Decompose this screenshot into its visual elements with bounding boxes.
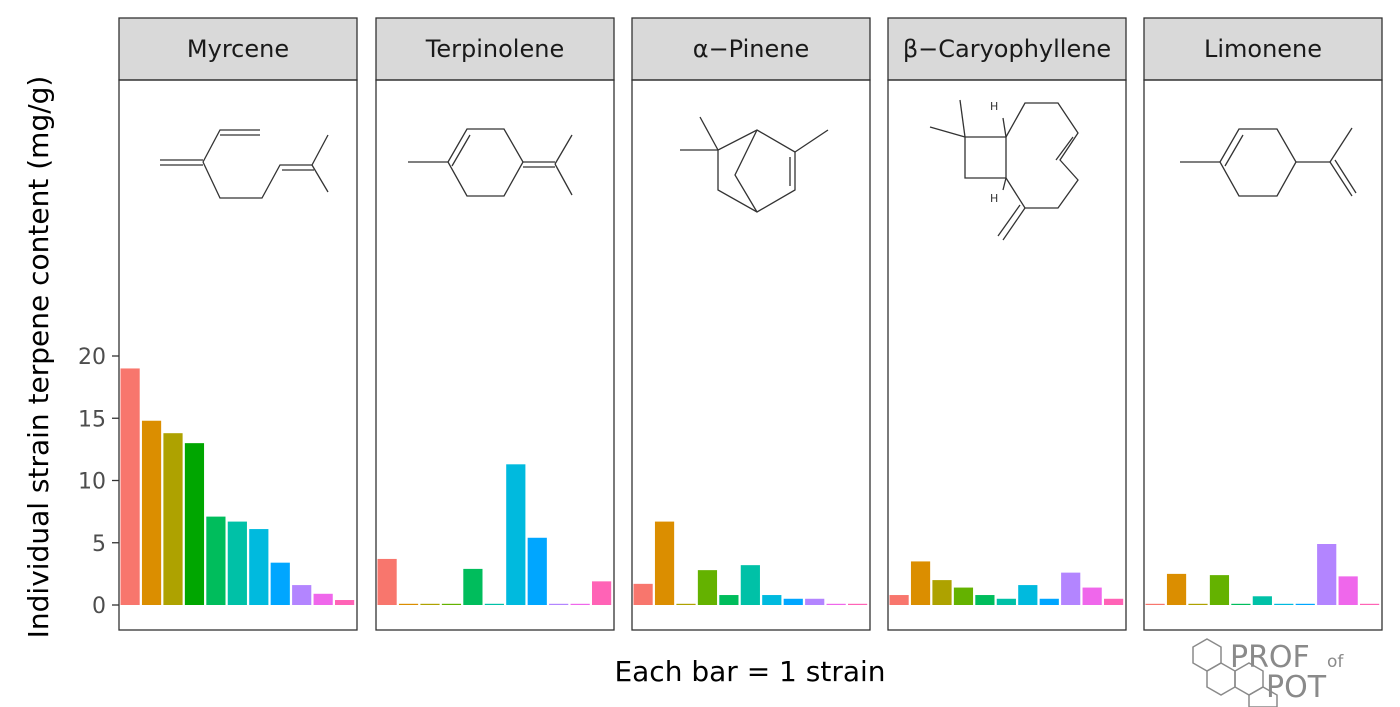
bar xyxy=(654,521,675,605)
bar xyxy=(1039,598,1059,605)
beta-caryophyllene-structure-icon: HH xyxy=(929,99,1079,241)
panel-border xyxy=(118,79,358,631)
facet-strip-label: Myrcene xyxy=(187,35,289,63)
chart-panels: Myrcene Terpinolene α−Pinene β−Caryophyllen… xyxy=(118,17,1383,631)
panel-border xyxy=(631,79,871,631)
facet-strip xyxy=(375,17,615,81)
bar xyxy=(975,595,995,605)
bar xyxy=(1018,585,1038,605)
myrcene-structure-icon xyxy=(160,129,329,199)
hexagon-logo-icon xyxy=(1192,638,1278,707)
facet-strip xyxy=(1143,17,1383,81)
bar xyxy=(292,585,312,605)
bar xyxy=(910,561,931,605)
bar xyxy=(932,580,952,605)
bar xyxy=(249,529,269,605)
panel-1: Terpinolene xyxy=(375,17,615,631)
panel-3: β−Caryophyllene xyxy=(887,17,1127,631)
bar xyxy=(420,603,440,605)
bar xyxy=(697,570,718,605)
panel-border xyxy=(375,79,615,631)
facet-strip xyxy=(631,17,871,81)
logo-text-of: of xyxy=(1327,652,1344,672)
bar xyxy=(1295,603,1315,605)
panel-2: α−Pinene xyxy=(631,17,871,631)
x-axis-title: Each bar = 1 strain xyxy=(614,655,885,688)
bar xyxy=(676,603,696,605)
bar xyxy=(549,603,569,605)
bar xyxy=(1231,603,1251,605)
bar xyxy=(120,368,140,605)
bar xyxy=(1104,598,1124,605)
bar xyxy=(889,595,909,605)
svg-text:H: H xyxy=(990,192,998,205)
y-axis-title: Individual strain terpene content (mg/g) xyxy=(22,76,55,639)
panel-0: Myrcene xyxy=(118,17,358,631)
y-tick-label: 10 xyxy=(78,470,106,495)
facet-strip xyxy=(118,17,358,81)
bar xyxy=(826,603,846,605)
bar xyxy=(377,558,397,605)
bar xyxy=(1360,603,1380,605)
bar xyxy=(1145,603,1165,605)
svg-text:H: H xyxy=(990,100,998,113)
bar xyxy=(996,598,1016,605)
bar xyxy=(313,593,333,605)
bar xyxy=(163,433,183,605)
limonene-structure-icon xyxy=(1180,127,1357,197)
bar xyxy=(740,565,760,605)
logo-text-pot: POT xyxy=(1266,670,1327,705)
bar xyxy=(1274,603,1294,605)
bar xyxy=(783,598,803,605)
y-axis: 0 5 10 15 20 xyxy=(78,345,119,619)
panel-border xyxy=(1143,79,1383,631)
bar xyxy=(1082,587,1102,605)
facet-strip-label: β−Caryophyllene xyxy=(903,35,1111,63)
bar xyxy=(335,600,355,605)
bar xyxy=(1209,575,1230,605)
y-tick-label: 15 xyxy=(78,407,106,432)
panel-4: Limonene xyxy=(1143,17,1383,631)
bar xyxy=(1188,603,1208,605)
bar xyxy=(484,603,504,605)
bar xyxy=(398,603,419,605)
bar xyxy=(206,516,226,605)
y-tick-label: 20 xyxy=(78,345,106,370)
bar xyxy=(441,603,462,605)
bar xyxy=(270,562,290,605)
y-tick-label: 0 xyxy=(92,594,106,619)
bar xyxy=(463,568,483,605)
bar xyxy=(1317,544,1337,605)
bar xyxy=(953,587,974,605)
bar xyxy=(633,583,653,605)
bar xyxy=(506,464,526,605)
bar xyxy=(719,595,739,605)
bar xyxy=(762,595,782,605)
bar xyxy=(1061,572,1081,605)
bar xyxy=(570,603,590,605)
bar xyxy=(1338,576,1358,605)
bar xyxy=(527,537,547,605)
bar xyxy=(848,603,868,605)
bar xyxy=(1166,573,1187,606)
bar xyxy=(184,443,205,605)
terpinolene-structure-icon xyxy=(408,128,573,197)
bar xyxy=(805,598,825,605)
logo-text-prof: PROF xyxy=(1230,640,1310,675)
prof-of-pot-logo: PROF of POT xyxy=(1192,638,1344,707)
facet-strip-label: Terpinolene xyxy=(425,35,564,63)
alpha-pinene-structure-icon xyxy=(680,116,829,213)
bar xyxy=(141,420,162,605)
panel-border xyxy=(887,79,1127,631)
facet-strip-label: α−Pinene xyxy=(693,35,810,63)
facet-strip xyxy=(887,17,1127,81)
y-tick-label: 5 xyxy=(92,532,106,557)
bar xyxy=(592,581,612,605)
facet-strip-label: Limonene xyxy=(1204,35,1322,63)
bar xyxy=(227,521,247,605)
bar xyxy=(1252,596,1272,605)
